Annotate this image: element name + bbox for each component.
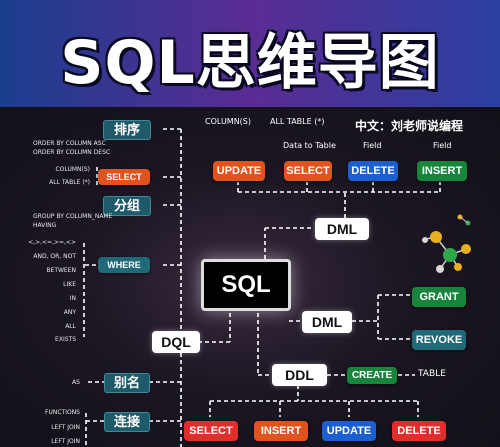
where-item-in: IN xyxy=(69,295,76,302)
dql-node: DQL xyxy=(152,331,200,353)
mind-map-canvas: COLUMN(S) ALL TABLE (*) Data to Table Fi… xyxy=(0,107,500,447)
select-item-columns: COLUMN(S) xyxy=(55,166,90,173)
ddl-select-command: SELECT xyxy=(184,421,238,441)
group-node: 分组 xyxy=(103,196,151,216)
join-item-functions: FUNCTIONS xyxy=(45,409,80,416)
alias-item-as: AS xyxy=(72,379,80,386)
where-item-all: ALL xyxy=(65,323,76,330)
revoke-command: REVOKE xyxy=(412,330,466,350)
ddl-delete-command: DELETE xyxy=(392,421,446,441)
where-item-like: LIKE xyxy=(63,281,76,288)
ddl-update-command: UPDATE xyxy=(322,421,376,441)
top-select-command: SELECT xyxy=(284,161,332,181)
header-label-field-2: Field xyxy=(433,141,452,150)
join-item-left-join-2: LEFT JOIN xyxy=(51,438,80,445)
dml-node-top: DML xyxy=(315,218,369,240)
alias-node: 别名 xyxy=(104,373,150,393)
page-title: SQL思维导图 xyxy=(60,28,440,98)
header-label-data-to-table: Data to Table xyxy=(283,141,336,150)
ddl-insert-command: INSERT xyxy=(254,421,308,441)
sort-item-asc: ORDER BY COLUMN ASC xyxy=(33,140,106,147)
join-item-left-join-1: LEFT JOIN xyxy=(51,424,80,431)
where-item-between: BETWEEN xyxy=(46,267,76,274)
header-label-all-table: ALL TABLE (*) xyxy=(270,117,325,126)
join-node: 连接 xyxy=(104,412,150,432)
create-command: CREATE xyxy=(347,367,397,384)
author-credit: 中文：刘老师说编程 xyxy=(355,119,464,133)
sort-item-desc: ORDER BY COLUMN DESC xyxy=(33,149,111,156)
dml-node-right: DML xyxy=(302,311,352,333)
top-insert-command: INSERT xyxy=(417,161,467,181)
ddl-node: DDL xyxy=(272,364,327,386)
where-item-comparison: <,>,<=,>=,<> xyxy=(28,239,76,246)
sql-center-label: SQL xyxy=(221,271,271,298)
where-command: WHERE xyxy=(98,257,150,273)
title-banner: SQL思维导图 xyxy=(0,0,500,107)
top-update-command: UPDATE xyxy=(213,161,265,181)
sort-node: 排序 xyxy=(103,120,151,140)
group-item-having: HAVING xyxy=(33,222,57,229)
header-label-field-1: Field xyxy=(363,141,382,150)
create-target-label: TABLE xyxy=(418,369,446,379)
top-delete-command: DELETE xyxy=(348,161,398,181)
where-item-exists: EXISTS xyxy=(55,336,76,343)
where-item-logical: AND, OR, NOT xyxy=(33,253,76,260)
grant-command: GRANT xyxy=(412,287,466,307)
sql-center-node: SQL xyxy=(201,259,291,311)
molecule-icon xyxy=(422,214,471,273)
group-item-column: GROUP BY COLUMN_NAME xyxy=(33,213,113,220)
dql-select-command: SELECT xyxy=(98,169,150,185)
where-item-any: ANY xyxy=(63,309,76,316)
header-label-columns: COLUMN(S) xyxy=(205,117,252,126)
select-item-all-table: ALL TABLE (*) xyxy=(49,179,90,186)
